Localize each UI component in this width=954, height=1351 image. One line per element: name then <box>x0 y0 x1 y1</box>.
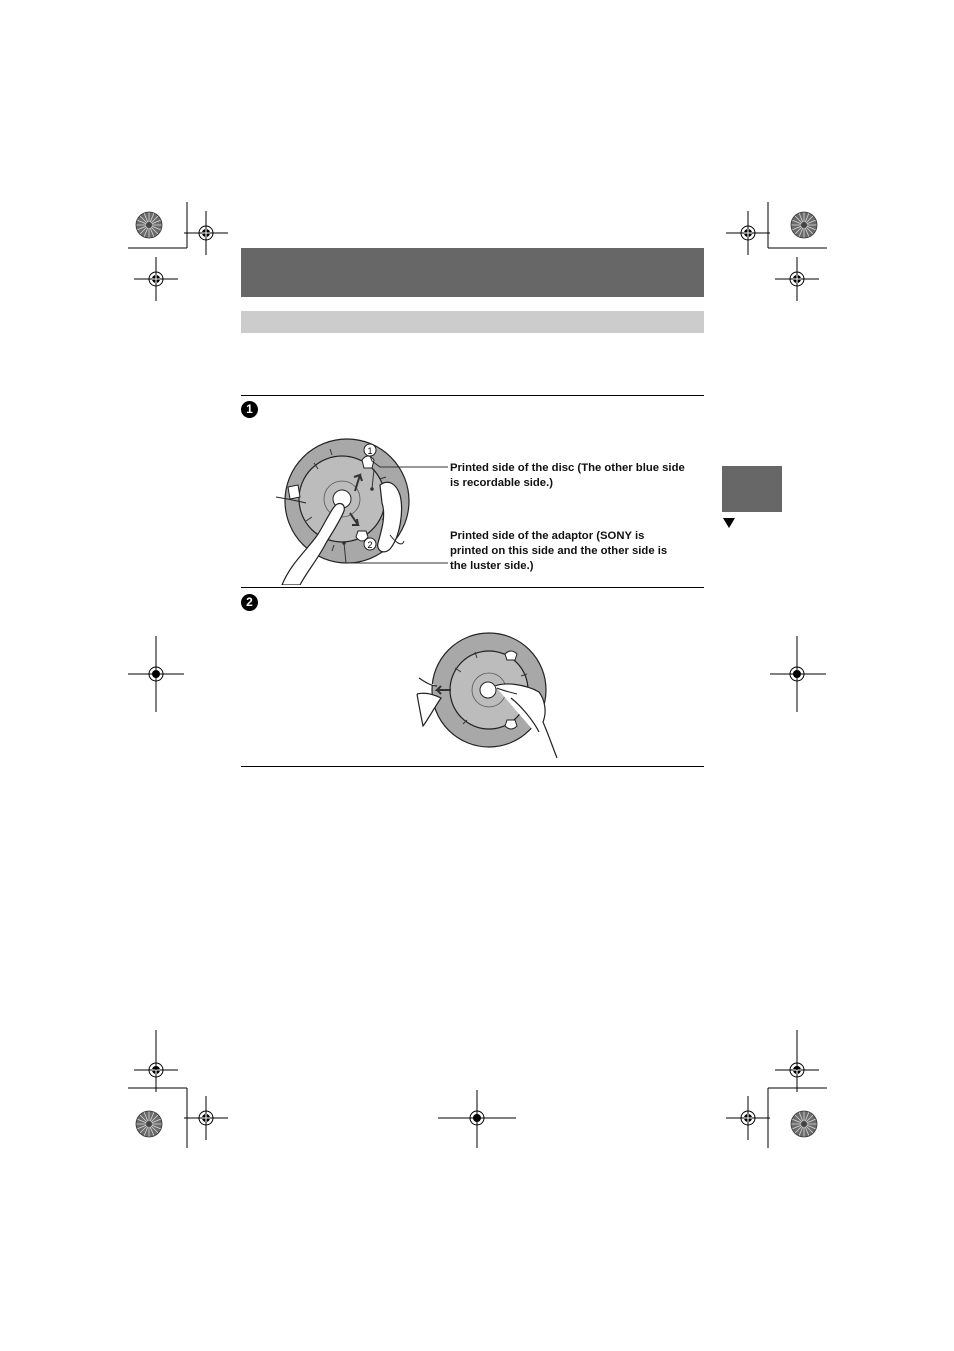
registration-mark-icon <box>133 256 179 302</box>
registration-mark-icon <box>725 1095 771 1141</box>
registration-mark-icon <box>725 210 771 256</box>
color-bar-starburst-icon <box>790 211 818 239</box>
color-bar-starburst-icon <box>790 1110 818 1138</box>
section-title-band <box>241 248 704 297</box>
subsection-band <box>241 311 704 333</box>
callout-disc-printed-side: Printed side of the disc (The other blue… <box>450 462 685 489</box>
figure-remove-disc-step2 <box>416 632 558 759</box>
step-divider <box>241 587 704 588</box>
color-bar-starburst-icon <box>135 211 163 239</box>
step-number-2: 2 <box>241 594 258 611</box>
registration-mark-icon <box>183 1095 229 1141</box>
label-1: 1 <box>367 446 372 456</box>
color-bar-starburst-icon <box>135 1110 163 1138</box>
down-triangle-icon <box>723 518 735 528</box>
chapter-side-tab <box>722 466 782 512</box>
figure-remove-disc-step1: 1 2 <box>275 438 448 585</box>
step-divider <box>241 395 704 396</box>
step-divider <box>241 766 704 767</box>
registration-mark-icon <box>183 210 229 256</box>
registration-mark-icon <box>774 256 820 302</box>
label-2: 2 <box>367 540 372 550</box>
callout-adaptor-printed-side: Printed side of the adaptor (SONY is pri… <box>450 530 668 572</box>
step-number-1: 1 <box>241 401 258 418</box>
